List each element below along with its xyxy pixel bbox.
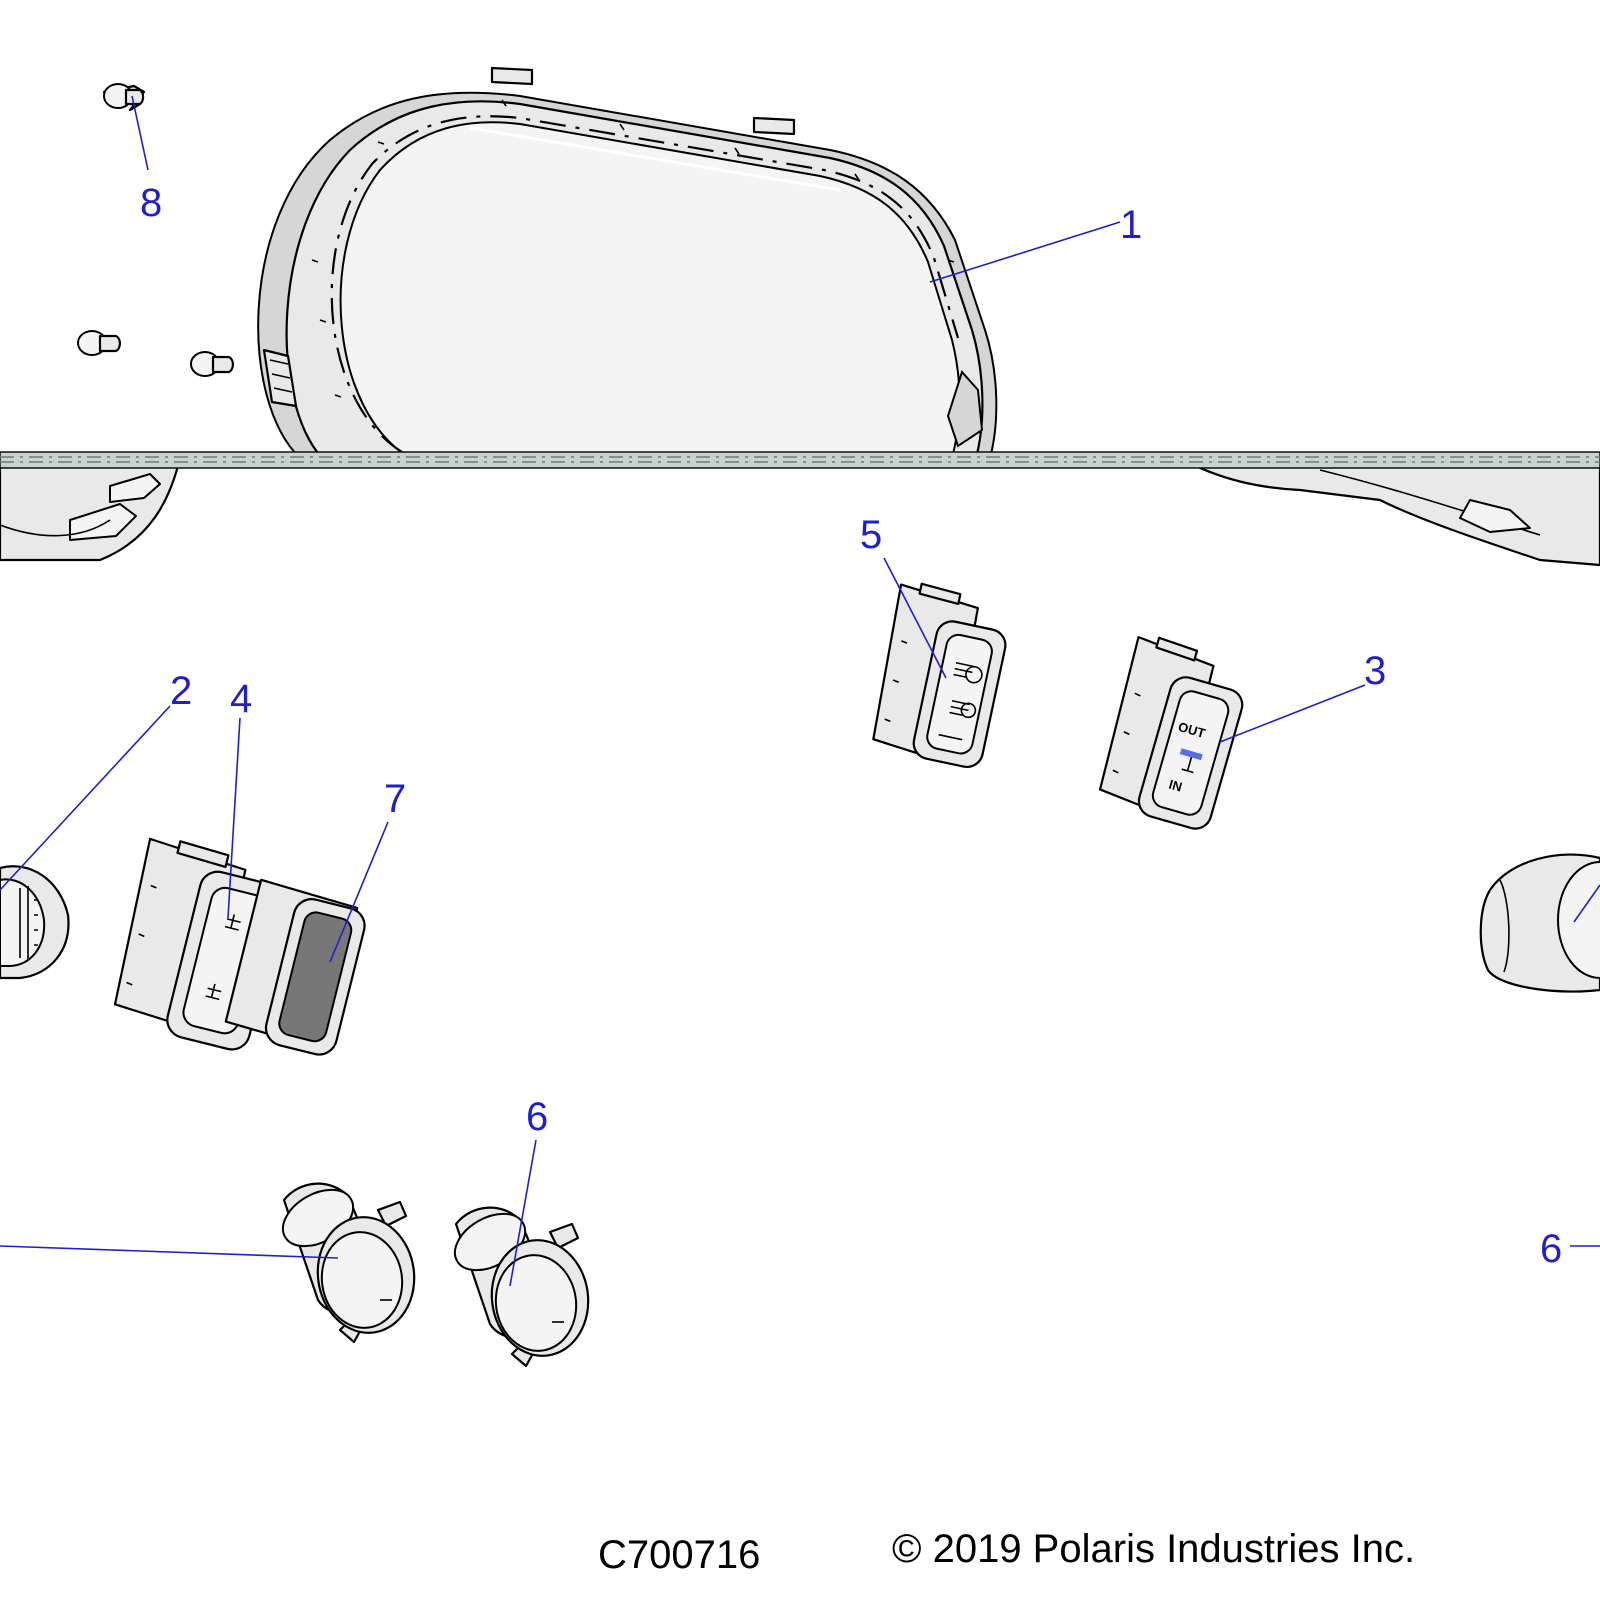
callout-8: 8 — [140, 181, 162, 225]
dash-panel — [0, 451, 1600, 567]
callout-4: 4 — [230, 677, 252, 721]
rocker-switch-3: OUT IN — [1098, 636, 1244, 830]
callout-1: 1 — [1120, 203, 1142, 247]
round-part-right-edge — [1479, 853, 1600, 993]
rocker-switch-5 — [872, 582, 1007, 769]
callouts: 8 1 5 3 2 4 7 6 6 — [140, 181, 1562, 1271]
callout-3: 3 — [1364, 649, 1386, 693]
plug-6-left — [281, 1182, 416, 1344]
screw-8-top — [102, 83, 146, 112]
screw-8-right — [190, 351, 234, 377]
callout-6-right: 6 — [1540, 1227, 1562, 1271]
leader-lines — [0, 95, 1600, 1287]
callout-7: 7 — [384, 777, 406, 821]
figure-code: C700716 — [598, 1533, 760, 1577]
callout-5: 5 — [860, 513, 882, 557]
round-switch-2 — [0, 865, 70, 980]
callout-2: 2 — [170, 669, 192, 713]
copyright-notice: © 2019 Polaris Industries Inc. — [892, 1527, 1415, 1571]
blank-switch-7 — [224, 878, 366, 1056]
screw-8-left — [77, 330, 121, 356]
plug-6-right — [453, 1206, 590, 1368]
switch-label-in: IN — [1167, 777, 1184, 795]
instrument-cluster — [257, 66, 998, 460]
callout-6-left: 6 — [526, 1095, 548, 1139]
switch-label-out: OUT — [1176, 719, 1207, 741]
